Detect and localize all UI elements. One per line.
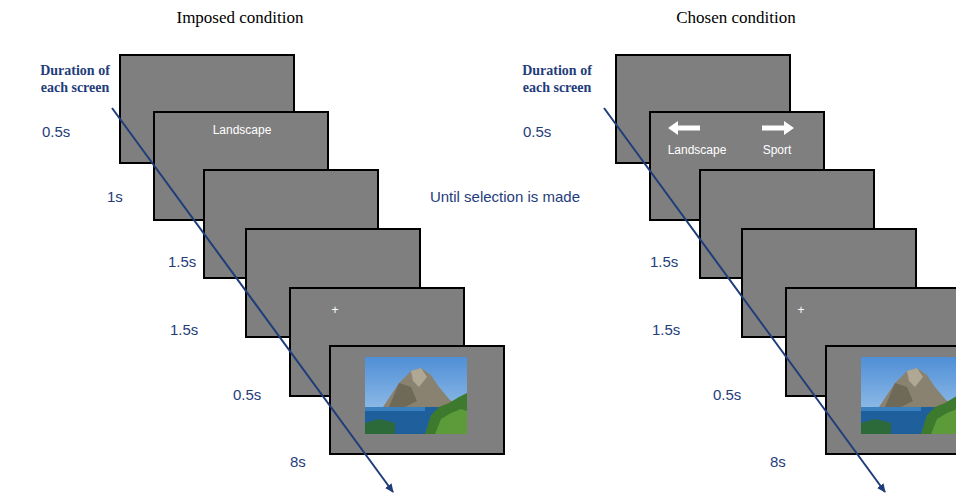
duration-label: 0.5s xyxy=(42,123,70,140)
duration-label: 1.5s xyxy=(168,253,196,270)
screen-text: Landscape xyxy=(668,143,727,157)
duration-label: 0.5s xyxy=(713,386,741,403)
duration-label: Until selection is made xyxy=(430,188,580,205)
duration-label: 0.5s xyxy=(233,386,261,403)
time-arrow xyxy=(604,108,885,492)
panel-title: Chosen condition xyxy=(676,8,795,28)
duration-label: 1.5s xyxy=(652,321,680,338)
axis-heading: Duration of each screen xyxy=(509,62,605,96)
landscape-photo xyxy=(861,357,956,434)
panel-title: Imposed condition xyxy=(176,8,303,28)
duration-label: 1.5s xyxy=(650,253,678,270)
duration-label: 8s xyxy=(770,453,786,470)
duration-label: 8s xyxy=(290,453,306,470)
screen-text: + xyxy=(797,303,804,317)
choice-arrows xyxy=(668,121,794,135)
duration-label: 0.5s xyxy=(523,123,551,140)
blank-screen xyxy=(825,345,956,455)
screen-text: Sport xyxy=(763,143,792,157)
landscape-photo xyxy=(365,357,467,434)
screen-text: Landscape xyxy=(213,123,272,137)
blank-screen xyxy=(329,345,505,455)
screen-text: + xyxy=(331,303,338,317)
time-arrow xyxy=(112,108,393,492)
duration-label: 1.5s xyxy=(170,321,198,338)
axis-heading: Duration of each screen xyxy=(27,62,123,96)
duration-label: 1s xyxy=(107,188,123,205)
